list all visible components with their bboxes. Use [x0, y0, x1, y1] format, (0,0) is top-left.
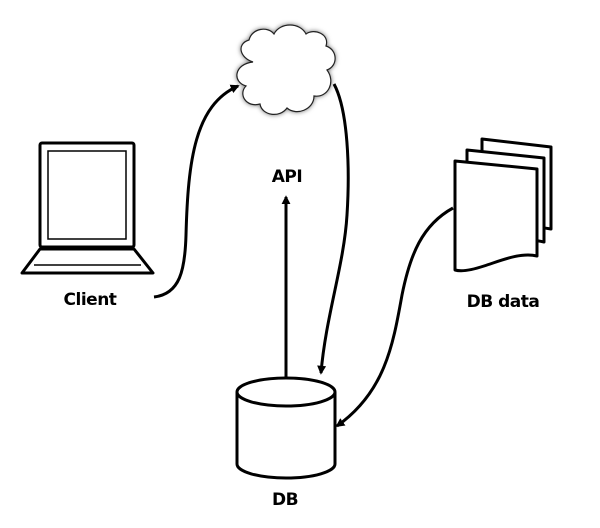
- arrow-client-to-api: [153, 84, 240, 299]
- db-label: DB: [272, 490, 298, 510]
- db-data-label: DB data: [467, 292, 540, 312]
- cloud-icon: [236, 24, 336, 115]
- api-label: API: [272, 167, 302, 187]
- arrow-api-to-db: [317, 83, 350, 375]
- client-label: Client: [64, 290, 117, 310]
- laptop-icon: [20, 141, 155, 275]
- documents-icon: [453, 137, 553, 273]
- arrow-dbdata-to-db: [335, 206, 454, 428]
- database-icon: [235, 376, 337, 480]
